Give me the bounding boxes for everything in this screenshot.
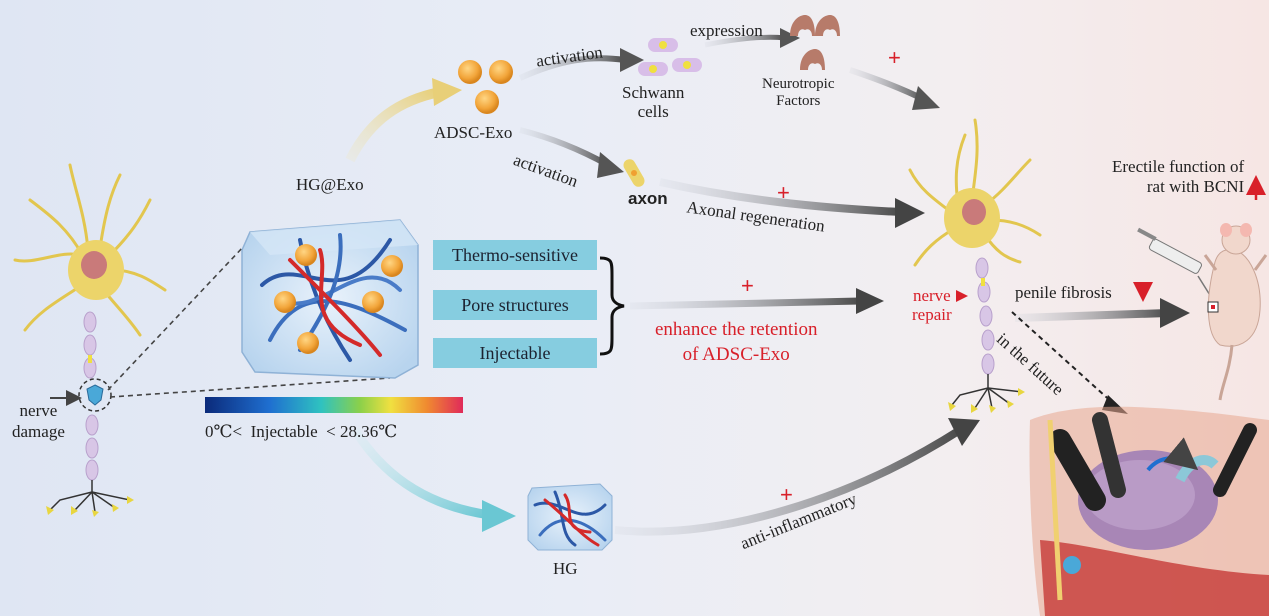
plus-neurotropic: + <box>888 45 901 70</box>
label-expression: expression <box>690 21 763 40</box>
arrow-expression <box>704 34 786 48</box>
bracket <box>599 256 625 356</box>
arrow-retention <box>629 297 861 310</box>
rat-icon <box>1203 223 1268 401</box>
dashed-link-bottom <box>109 377 391 398</box>
arrow-neurotropic-to-neuron <box>849 67 927 103</box>
schwann-cell-icon <box>638 38 702 76</box>
syringe-icon <box>1137 227 1214 301</box>
hydrogel-cube-icon <box>241 219 419 379</box>
arrow-axonal-regeneration <box>659 178 901 216</box>
label-neurotropic-factors: Neurotropic Factors <box>762 76 835 109</box>
label-temperature-range: 0℃< Injectable < 28.36℃ <box>205 422 398 441</box>
label-hg-exo: HG@Exo <box>296 175 364 194</box>
label-hg: HG <box>553 559 578 578</box>
arrow-to-adsc-exo <box>345 87 442 163</box>
surgical-scene-icon <box>1029 406 1269 616</box>
dashed-link-top <box>107 244 246 391</box>
label-erectile-function: Erectile function of rat with BCNI <box>1112 157 1245 197</box>
label-penile-fibrosis: penile fibrosis <box>1015 283 1112 302</box>
property-box-thermo: Thermo-sensitive <box>433 240 597 270</box>
arrow-activation-schwann <box>518 55 626 81</box>
arrow-penile-fibrosis <box>1014 309 1169 322</box>
label-nerve-damage: nerve damage <box>12 401 65 442</box>
temperature-gradient-bar <box>205 397 463 413</box>
hydrogel-small-icon <box>527 483 613 551</box>
axon-icon <box>623 159 645 187</box>
label-enhance-retention: enhance the retention of ADSC-Exo <box>655 319 818 365</box>
arrow-head-adsc <box>432 78 462 106</box>
neuron-icon-left <box>13 163 167 517</box>
neuron-icon-right <box>908 118 1042 413</box>
plus-retention: + <box>741 273 754 298</box>
plus-axonal: + <box>777 180 790 205</box>
arrow-anti-inflammatory <box>614 426 963 536</box>
exosome-icon <box>458 60 513 114</box>
neurotropic-factor-icon <box>790 15 840 70</box>
label-schwann-cells: Schwann cells <box>622 83 685 121</box>
property-box-injectable: Injectable <box>433 338 597 368</box>
plus-anti-inflammatory: + <box>780 482 793 507</box>
arrow-to-hg <box>351 427 491 520</box>
label-axon: axon <box>628 189 668 208</box>
label-adsc-exo: ADSC-Exo <box>434 123 513 142</box>
label-nerve-repair: nerve repair <box>912 286 952 324</box>
property-box-pore: Pore structures <box>433 290 597 320</box>
nerve-repair-pointer <box>956 290 968 302</box>
